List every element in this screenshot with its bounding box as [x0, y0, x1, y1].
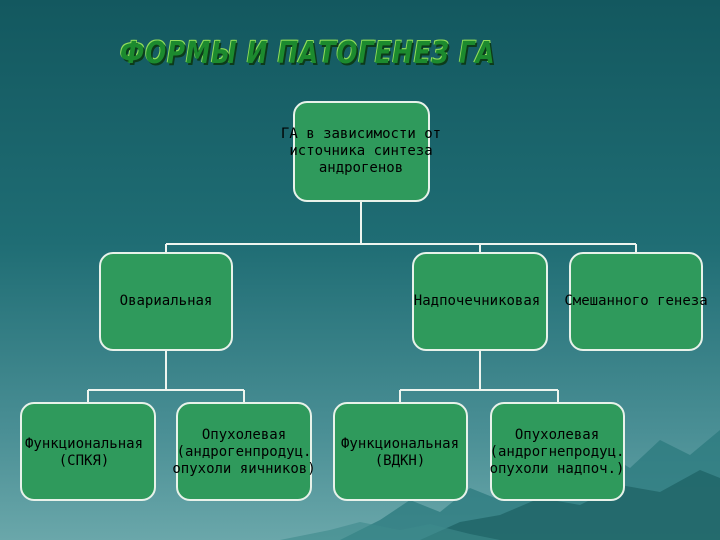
mixed-node-label: Смешанного генеза	[564, 293, 708, 309]
tumor-adrenal-node-label: Опухолевая (андрогнепродуц. опухоли надп…	[489, 427, 625, 477]
functional-cah-node-box	[333, 402, 468, 501]
tumor-adrenal-node-box	[490, 402, 625, 501]
mixed-node-box	[569, 252, 703, 351]
adrenal-node-box	[412, 252, 548, 351]
tumor-ovarian-node-box	[176, 402, 312, 501]
functional-pcos-node-box	[20, 402, 156, 501]
root-node-box	[293, 101, 430, 202]
root-node-label: ГА в зависимости от источника синтеза ан…	[280, 126, 442, 176]
tumor-ovarian-node-label: Опухолевая (андрогенпродуц. опухоли яичн…	[172, 427, 316, 477]
ovarian-node-label: Овариальная	[119, 293, 213, 309]
adrenal-node-label: Надпочечниковая	[413, 293, 541, 309]
functional-cah-node-label: Функциональная (ВДКН)	[340, 436, 460, 469]
functional-pcos-node-label: Функциональная (СПКЯ)	[24, 436, 144, 469]
ovarian-node-box	[99, 252, 233, 351]
